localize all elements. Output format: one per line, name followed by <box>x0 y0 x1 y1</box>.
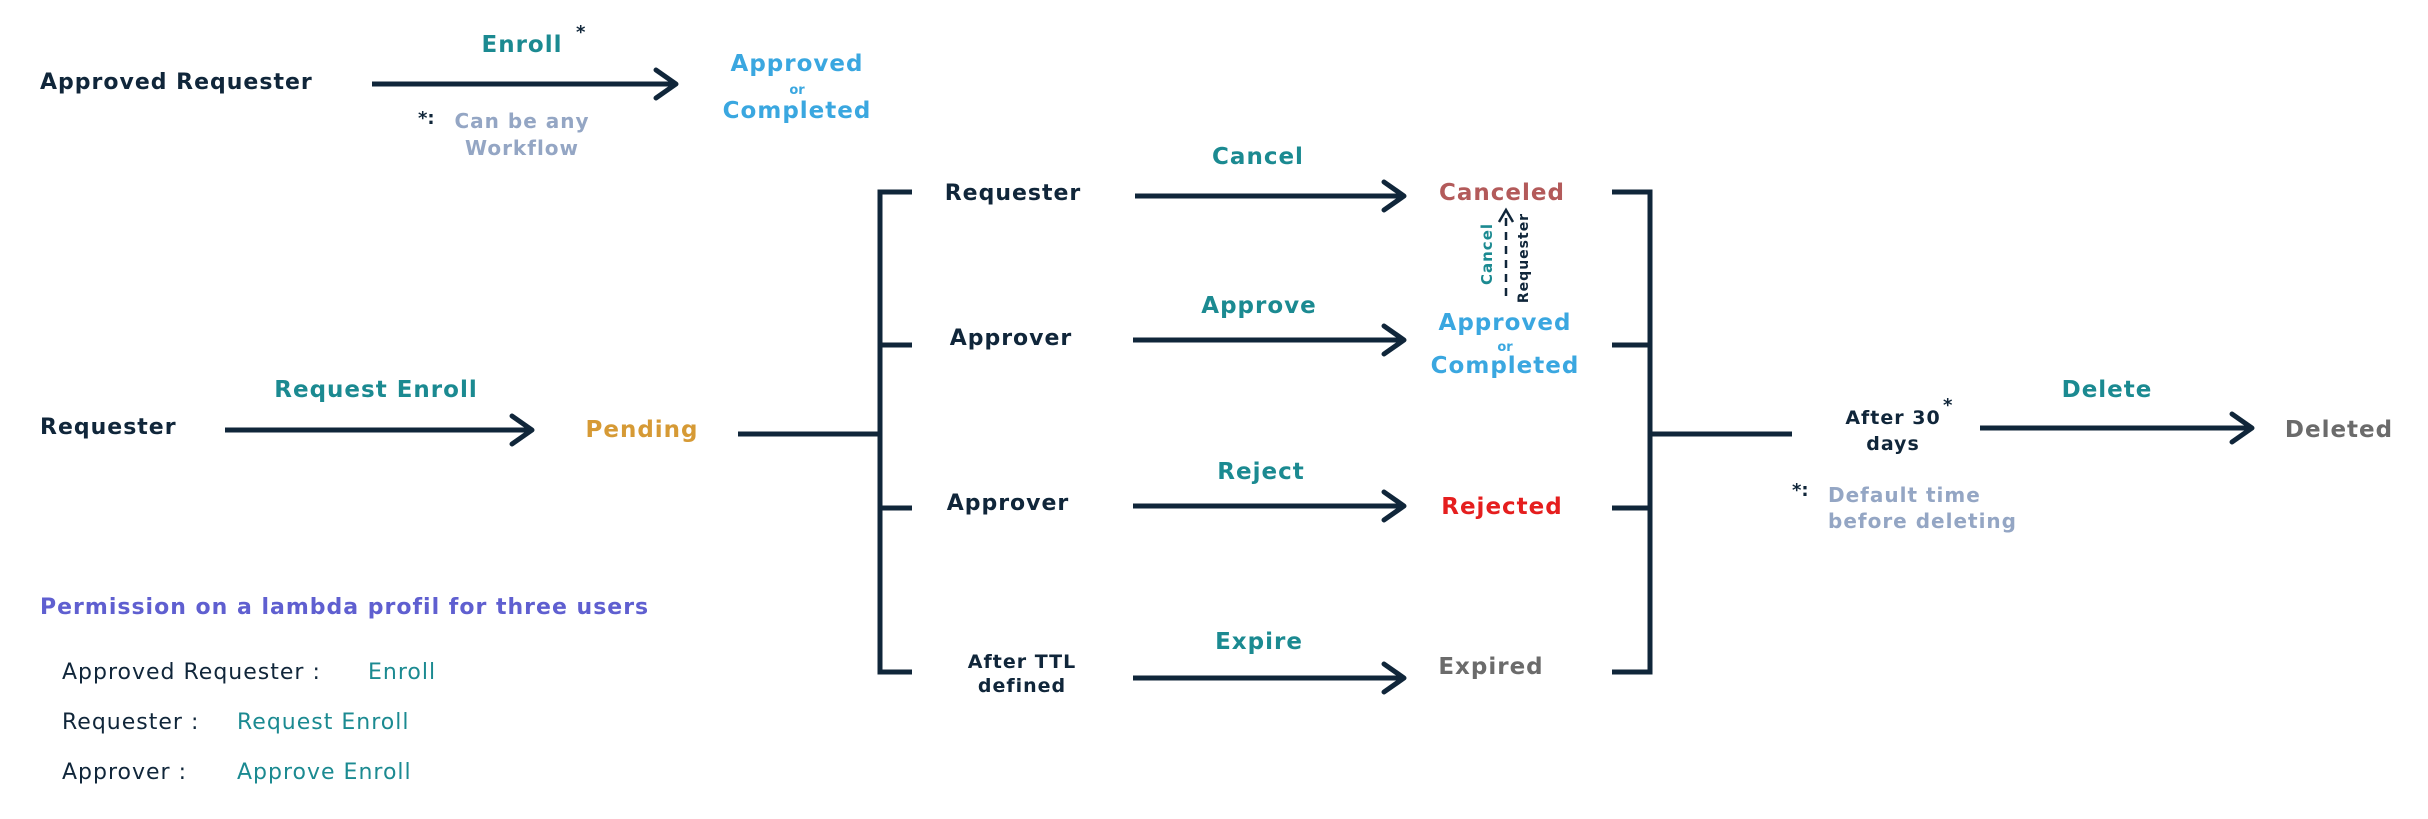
branch-reject-action-label: Reject <box>1217 459 1304 485</box>
legend-row-approver-key: Approver : <box>62 760 187 785</box>
expired-state-label: Expired <box>1438 654 1543 680</box>
legend-row-requester-key: Requester : <box>62 710 199 735</box>
top-note-line2: Workflow <box>465 136 579 160</box>
vertical-cancel-actor-label: Requester <box>1516 213 1532 303</box>
branch-cancel-arrowhead <box>1381 179 1407 213</box>
top-note-line1: Can be any <box>455 109 590 133</box>
branch-approved-label: Approved <box>1439 310 1572 336</box>
final-note-line1: Default time <box>1828 483 1981 507</box>
request-enroll-arrowhead <box>509 413 535 447</box>
final-note-line2: before deleting <box>1828 509 2017 533</box>
request-enroll-action-label: Request Enroll <box>274 377 477 403</box>
branch-approved-or: or <box>1497 340 1513 355</box>
top-note-mark: *: <box>418 108 435 129</box>
pending-state-label: Pending <box>585 417 698 443</box>
branch-approve-arrowhead <box>1381 323 1407 357</box>
delete-arrowhead <box>2229 411 2255 445</box>
final-actor-line2: days <box>1866 433 1920 455</box>
vertical-cancel-action-label: Cancel <box>1478 223 1496 285</box>
branch-expire-action-label: Expire <box>1215 629 1303 655</box>
final-note-mark: *: <box>1792 480 1809 501</box>
legend-title: Permission on a lambda profil for three … <box>40 595 649 620</box>
right-bracket <box>1612 189 1653 675</box>
branch-expire-arrowhead <box>1381 661 1407 695</box>
rejected-state-label: Rejected <box>1441 494 1562 520</box>
top-result-completed: Completed <box>723 98 872 124</box>
legend-row-approved-requester-value: Enroll <box>368 660 436 685</box>
top-enroll-arrowhead <box>653 67 679 101</box>
branch-reject-arrowhead <box>1381 489 1407 523</box>
main-actor-label: Requester <box>40 415 177 440</box>
top-enroll-star: * <box>576 22 586 43</box>
branch-cancel-actor: Requester <box>945 181 1082 206</box>
top-result-or: or <box>789 83 805 98</box>
vertical-cancel-arrowhead <box>1497 207 1515 223</box>
canceled-state-label: Canceled <box>1439 180 1565 206</box>
branch-expire-actor-line1: After TTL <box>968 651 1076 673</box>
branch-approve-action-label: Approve <box>1201 293 1316 319</box>
deleted-state-label: Deleted <box>2285 417 2393 443</box>
top-actor-label: Approved Requester <box>40 70 313 95</box>
delete-action-label: Delete <box>2062 377 2153 403</box>
legend-row-requester-value: Request Enroll <box>237 710 409 735</box>
legend-row-approved-requester-key: Approved Requester : <box>62 660 321 685</box>
branch-approve-actor: Approver <box>950 326 1073 351</box>
branch-reject-actor: Approver <box>947 491 1070 516</box>
top-result-approved: Approved <box>731 51 864 77</box>
legend-row-approver-value: Approve Enroll <box>237 760 412 785</box>
branch-completed-label: Completed <box>1431 353 1580 379</box>
final-actor-star: * <box>1943 395 1953 416</box>
branch-cancel-action-label: Cancel <box>1212 144 1304 170</box>
branch-expire-actor-line2: defined <box>978 675 1066 697</box>
top-enroll-action-label: Enroll <box>482 32 563 58</box>
final-actor-line1: After 30 <box>1845 407 1940 429</box>
left-bracket <box>877 189 912 675</box>
